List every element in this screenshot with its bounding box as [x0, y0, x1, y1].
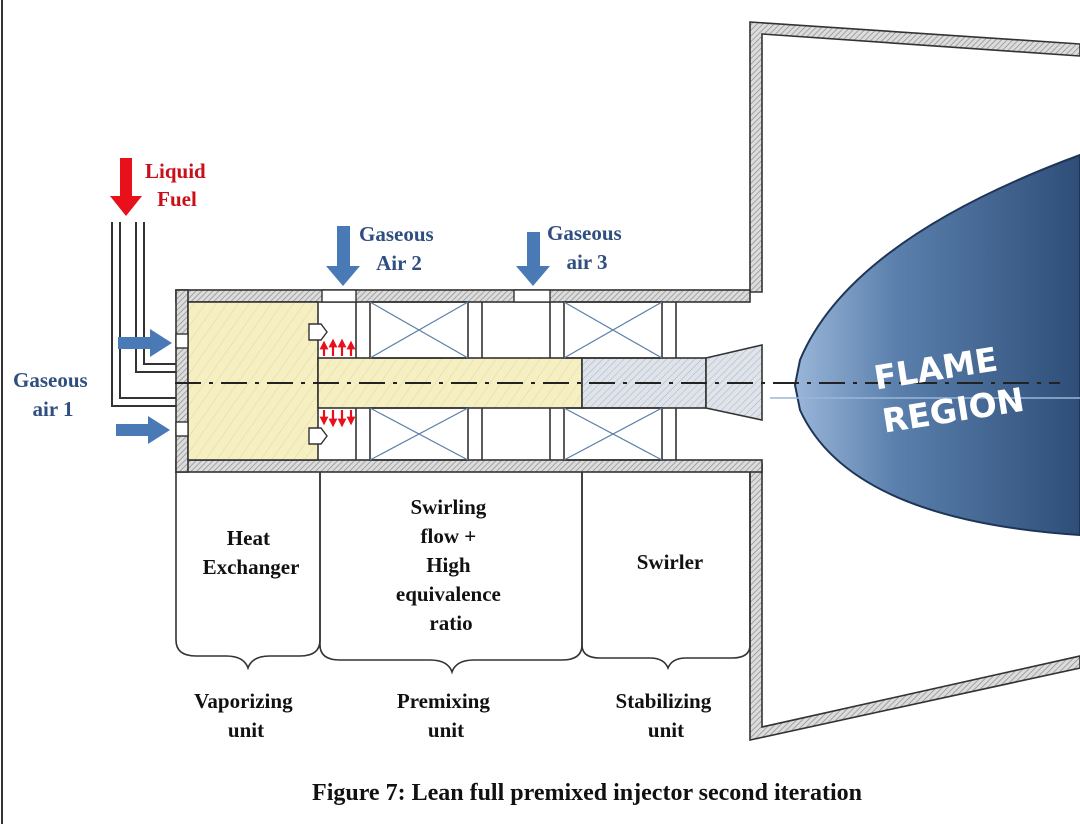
swirler-boxes [369, 301, 663, 461]
heat-exchanger-label: Heat Exchanger [203, 526, 300, 579]
liquid-fuel-label: Liquid Fuel [145, 159, 211, 211]
figure-caption: Figure 7: Lean full premixed injector se… [312, 780, 862, 806]
flame-region [793, 153, 1080, 537]
gaseous-air-2-label: Gaseous Air 2 [359, 222, 439, 275]
central-rod [317, 357, 583, 409]
gaseous-air-1-label: Gaseous air 1 [13, 368, 93, 421]
premixing-unit-label: Premixing unit [397, 689, 495, 742]
swirler-label: Swirler [637, 550, 703, 574]
air1-slots [175, 333, 189, 437]
air-arrow-icon [116, 226, 550, 444]
vaporizing-unit-label: Vaporizing unit [194, 689, 298, 742]
fuel-spray-icon [319, 338, 356, 428]
air2-slot [321, 289, 357, 303]
stabilizing-unit-label: Stabilizing unit [616, 689, 717, 742]
fuel-supply-pipe [111, 222, 176, 407]
swirling-flow-label: Swirling flow + High equivalence ratio [396, 495, 506, 635]
air3-slot [513, 289, 551, 303]
fuel-injectors [308, 323, 328, 445]
heat-exchanger-block [187, 301, 319, 461]
fuel-arrow-icon [110, 158, 142, 216]
partitions [355, 302, 677, 460]
gaseous-air-3-label: Gaseous air 3 [547, 221, 627, 274]
unit-boxes [175, 472, 751, 675]
